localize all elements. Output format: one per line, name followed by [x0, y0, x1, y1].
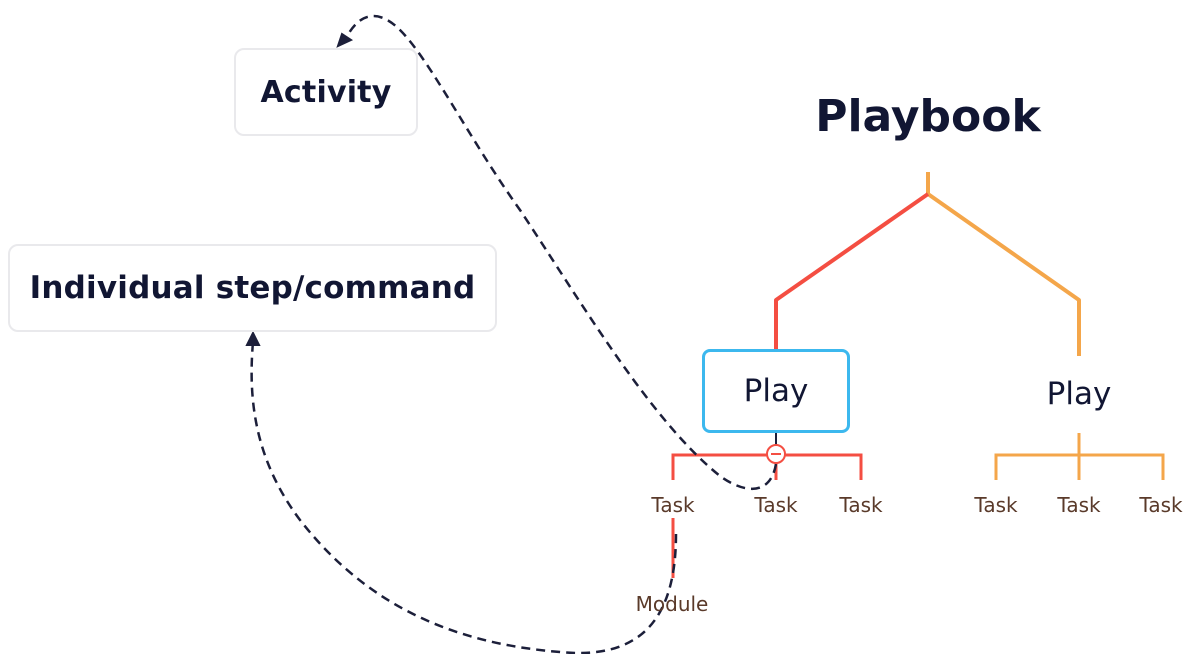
module-node-label: Module [635, 592, 709, 616]
callout-individual-step[interactable]: Individual step/command [8, 244, 497, 332]
play-node-label: Play [1046, 376, 1112, 412]
module-node[interactable]: Module [622, 592, 722, 616]
arrowhead-step [245, 330, 261, 346]
task-node[interactable]: Task [826, 493, 896, 517]
callout-step-label: Individual step/command [29, 270, 476, 306]
task-connector-right [994, 433, 1165, 480]
root-node-label: Playbook [815, 90, 1041, 142]
arrowhead-activity [336, 32, 354, 48]
callout-activity[interactable]: Activity [234, 48, 418, 136]
root-node-playbook[interactable]: Playbook [800, 84, 1056, 148]
branch-line-left [774, 192, 930, 352]
task-node[interactable]: Task [1126, 493, 1196, 517]
task-node[interactable]: Task [1044, 493, 1114, 517]
task-node[interactable]: Task [741, 493, 811, 517]
play-node-label: Play [743, 373, 809, 409]
collapse-toggle-icon[interactable] [766, 444, 786, 464]
task-node[interactable]: Task [961, 493, 1031, 517]
task-node-label: Task [754, 493, 798, 517]
branch-line-right [926, 172, 1081, 356]
task-node-label: Task [1057, 493, 1101, 517]
task-node-label: Task [974, 493, 1018, 517]
callout-activity-label: Activity [260, 74, 392, 110]
play-node[interactable]: Play [1005, 352, 1153, 436]
task-node-label: Task [651, 493, 695, 517]
task-node-label: Task [1139, 493, 1183, 517]
dashed-arrow-task-to-activity [343, 14, 778, 490]
task-node[interactable]: Task [638, 493, 708, 517]
task-node-label: Task [839, 493, 883, 517]
play-node-selected[interactable]: Play [702, 349, 850, 433]
dashed-arrow-module-to-step [250, 341, 678, 654]
